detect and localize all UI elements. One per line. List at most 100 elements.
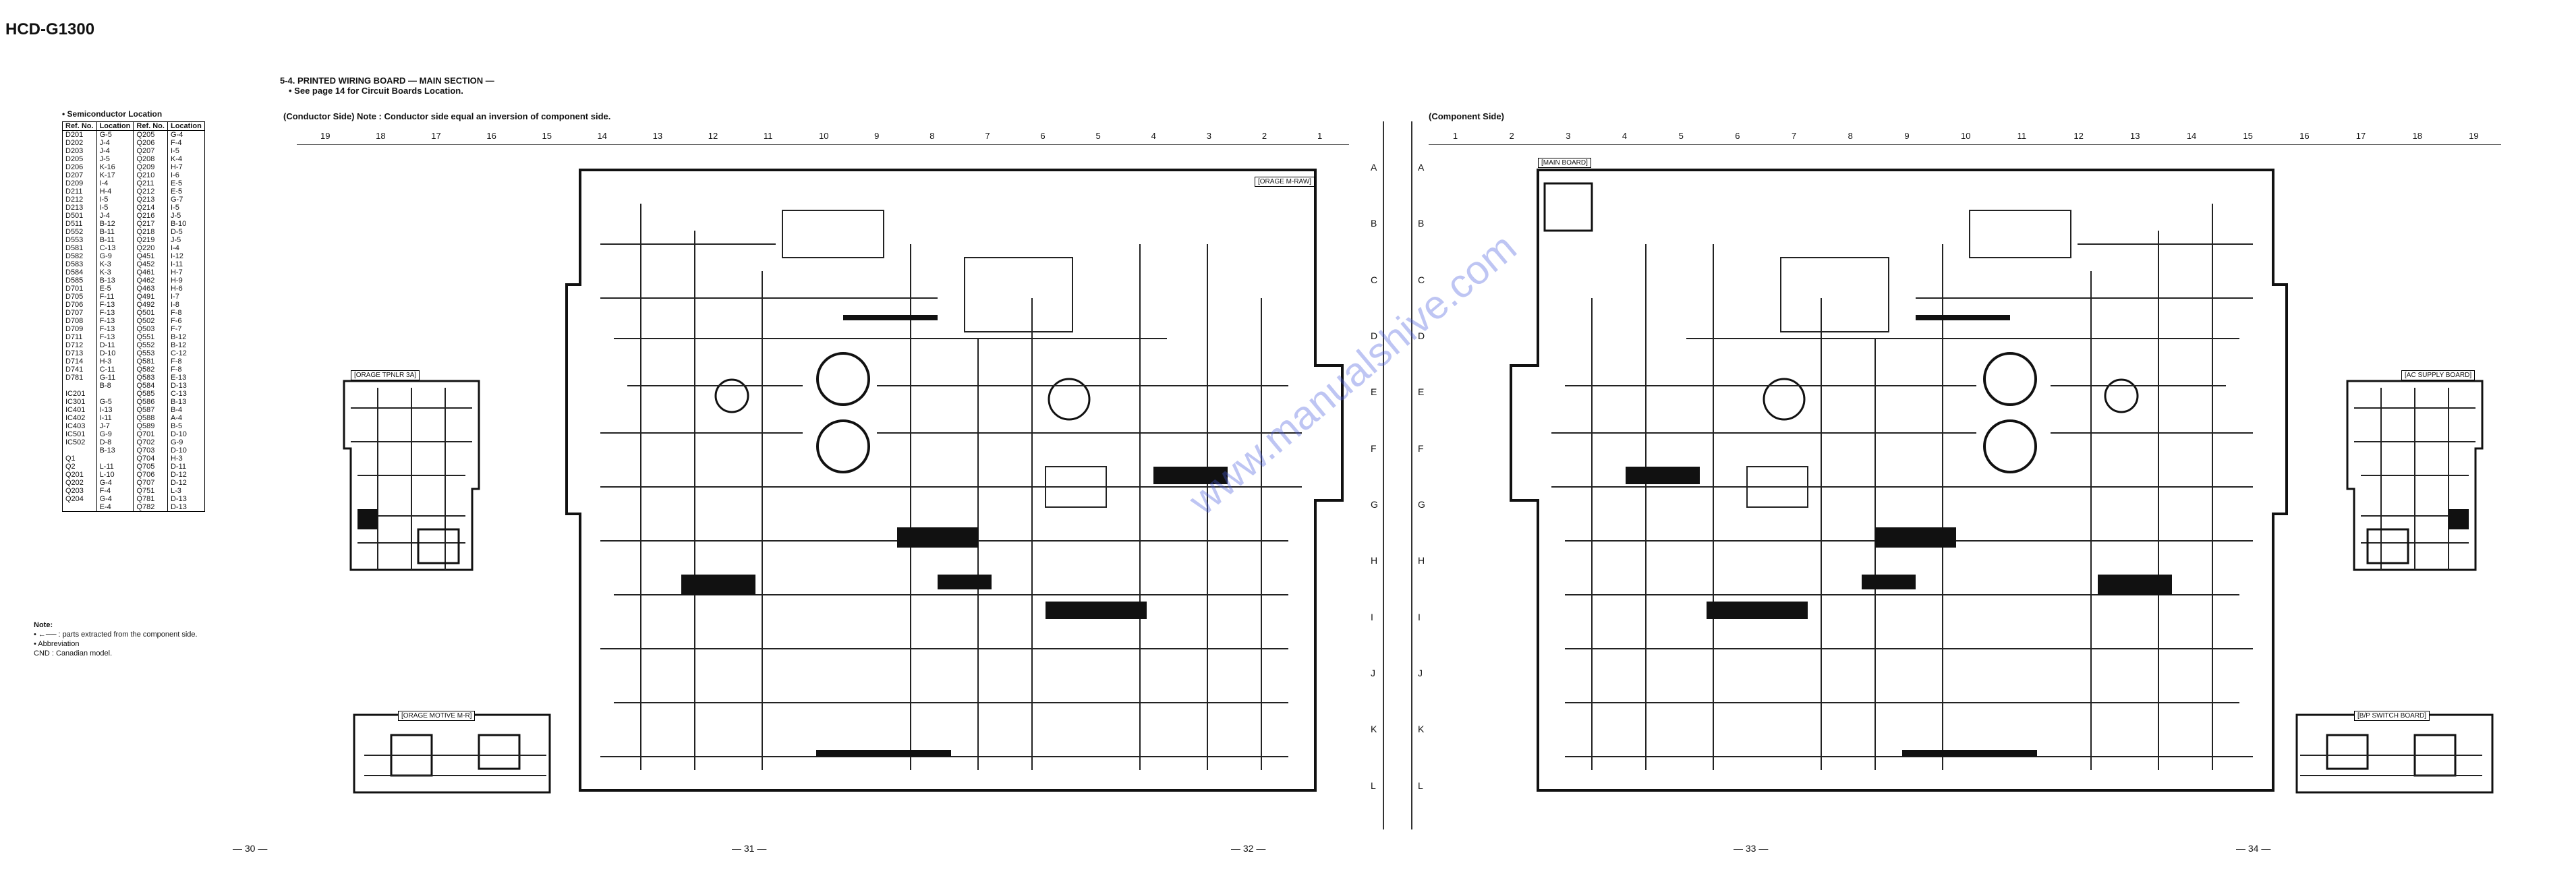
col1_locs-cell: D-10 [99, 349, 116, 357]
col2_refs-cell: Q782 [136, 503, 155, 511]
col2_refs-cell: Q703 [136, 446, 155, 455]
col2_locs-cell: H-6 [170, 285, 183, 293]
notes-line-1: • ←── : parts extracted from the compone… [34, 631, 198, 639]
col2_locs-cell: I-12 [170, 252, 183, 260]
col2_locs-cell: K-4 [170, 155, 183, 163]
col2_locs-cell: J-5 [170, 236, 181, 244]
grid-number: 2 [1509, 131, 1514, 141]
col1_refs-cell: D741 [65, 366, 84, 374]
col2_refs-cell: Q707 [136, 479, 155, 487]
col1_locs-cell: B-13 [99, 446, 115, 455]
col1_locs-cell: L-11 [99, 463, 114, 471]
grid-number: 16 [2299, 131, 2310, 141]
col2_locs-cell: D-10 [170, 430, 187, 438]
col1_refs-cell: IC501 [65, 430, 86, 438]
col1_refs-cell: D553 [65, 236, 84, 244]
col1_locs-cell: F-13 [99, 325, 115, 333]
col1_refs-cell: D209 [65, 179, 84, 187]
col2_refs-cell: Q751 [136, 487, 155, 495]
col1_locs-cell: F-11 [99, 293, 115, 301]
col2_locs-cell: L-3 [170, 487, 181, 495]
notes-title: Note: [34, 621, 53, 629]
col2_refs-cell: Q706 [136, 471, 155, 479]
col1_refs-cell: D581 [65, 244, 84, 252]
col2_locs-cell: I-7 [170, 293, 179, 301]
col2_refs-cell: Q214 [136, 204, 155, 212]
left-main-board-drawing [565, 169, 1344, 792]
col1_refs-cell: Q203 [65, 487, 84, 495]
header-loc-2: Location [167, 121, 205, 131]
right-sub-board-bp-switch: [B/P SWITCH BOARD] [2293, 708, 2496, 796]
col1_locs-cell: D-8 [99, 438, 112, 446]
grid-letter: H [1371, 555, 1378, 566]
col1_locs-cell: L-10 [99, 471, 115, 479]
col2_locs-cell: I-5 [170, 204, 179, 212]
grid-number: 6 [1735, 131, 1740, 141]
col1_refs-cell: D206 [65, 163, 84, 171]
col2_refs-cell: Q702 [136, 438, 155, 446]
grid-number: 4 [1622, 131, 1628, 141]
col1_locs-cell: J-4 [99, 147, 110, 155]
page-number-34: — 34 — [2236, 843, 2271, 854]
col1_refs-cell: D212 [65, 196, 84, 204]
col2_refs-cell: Q451 [136, 252, 155, 260]
col2_refs-cell: Q492 [136, 301, 155, 309]
page-number-30: — 30 — [233, 843, 268, 854]
grid-number: 4 [1151, 131, 1156, 141]
grid-number: 1 [1452, 131, 1458, 141]
grid-letter: D [1371, 330, 1378, 341]
col2_locs-cell: B-5 [170, 422, 183, 430]
right-board-label-main: [MAIN BOARD] [1538, 158, 1591, 168]
col2_locs-cell: E-13 [170, 374, 187, 382]
grid-number: 11 [2017, 131, 2027, 141]
col1_locs-cell: J-7 [99, 422, 110, 430]
col2_locs-cell: G-7 [170, 196, 183, 204]
grid-number: 7 [1791, 131, 1797, 141]
col1_locs-cell: E-4 [99, 503, 111, 511]
col2_refs-cell: Q205 [136, 131, 155, 139]
col1_locs-cell: C-13 [99, 244, 116, 252]
col1_locs-cell: B-12 [99, 220, 115, 228]
grid-letter: E [1371, 386, 1377, 398]
col1_refs-cell: IC201 [65, 390, 86, 398]
col2_refs-cell: Q212 [136, 187, 155, 196]
fold-line-right [1411, 121, 1412, 829]
col2_refs-cell: Q218 [136, 228, 155, 236]
col1_locs-cell: H-4 [99, 187, 112, 196]
left-board-label-orage-mraw: [ORAGE M-RAW] [1255, 177, 1315, 187]
col2_refs-cell: Q581 [136, 357, 155, 366]
notes-line-2: • Abbreviation [34, 640, 80, 648]
col2_locs-cell: I-5 [170, 147, 179, 155]
col1_locs-cell: G-4 [99, 479, 112, 487]
grid-number: 5 [1095, 131, 1101, 141]
col1_refs-cell: Q202 [65, 479, 84, 487]
col1_locs-cell: I-11 [99, 414, 112, 422]
grid-number: 13 [2130, 131, 2140, 141]
col2_locs-cell: D-13 [170, 382, 187, 390]
grid-number: 11 [763, 131, 773, 141]
col1_refs-cell: D203 [65, 147, 84, 155]
col2_refs-cell: Q452 [136, 260, 155, 268]
col1_locs-cell: B-11 [99, 236, 115, 244]
col2_refs-cell: Q583 [136, 374, 155, 382]
col2_refs-cell: Q501 [136, 309, 155, 317]
grid-number: 9 [1904, 131, 1910, 141]
col2_refs-cell: Q216 [136, 212, 155, 220]
col1_locs-cell: I-5 [99, 204, 109, 212]
left-sub-board-motive: [ORAGE MOTIVE M-R] [351, 708, 553, 796]
col1_locs-cell: F-13 [99, 317, 115, 325]
col2_refs-cell: Q209 [136, 163, 155, 171]
right-main-board-drawing [1510, 169, 2288, 792]
grid-number: 3 [1566, 131, 1571, 141]
col1_refs-cell: D712 [65, 341, 84, 349]
col2_refs-cell: Q210 [136, 171, 155, 179]
grid-letter: A [1371, 162, 1377, 173]
col2_locs-cell: D-13 [170, 495, 187, 503]
col2_locs-cell: E-5 [170, 187, 183, 196]
col1_locs-cell: K-3 [99, 260, 111, 268]
col2_refs-cell: Q587 [136, 406, 155, 414]
